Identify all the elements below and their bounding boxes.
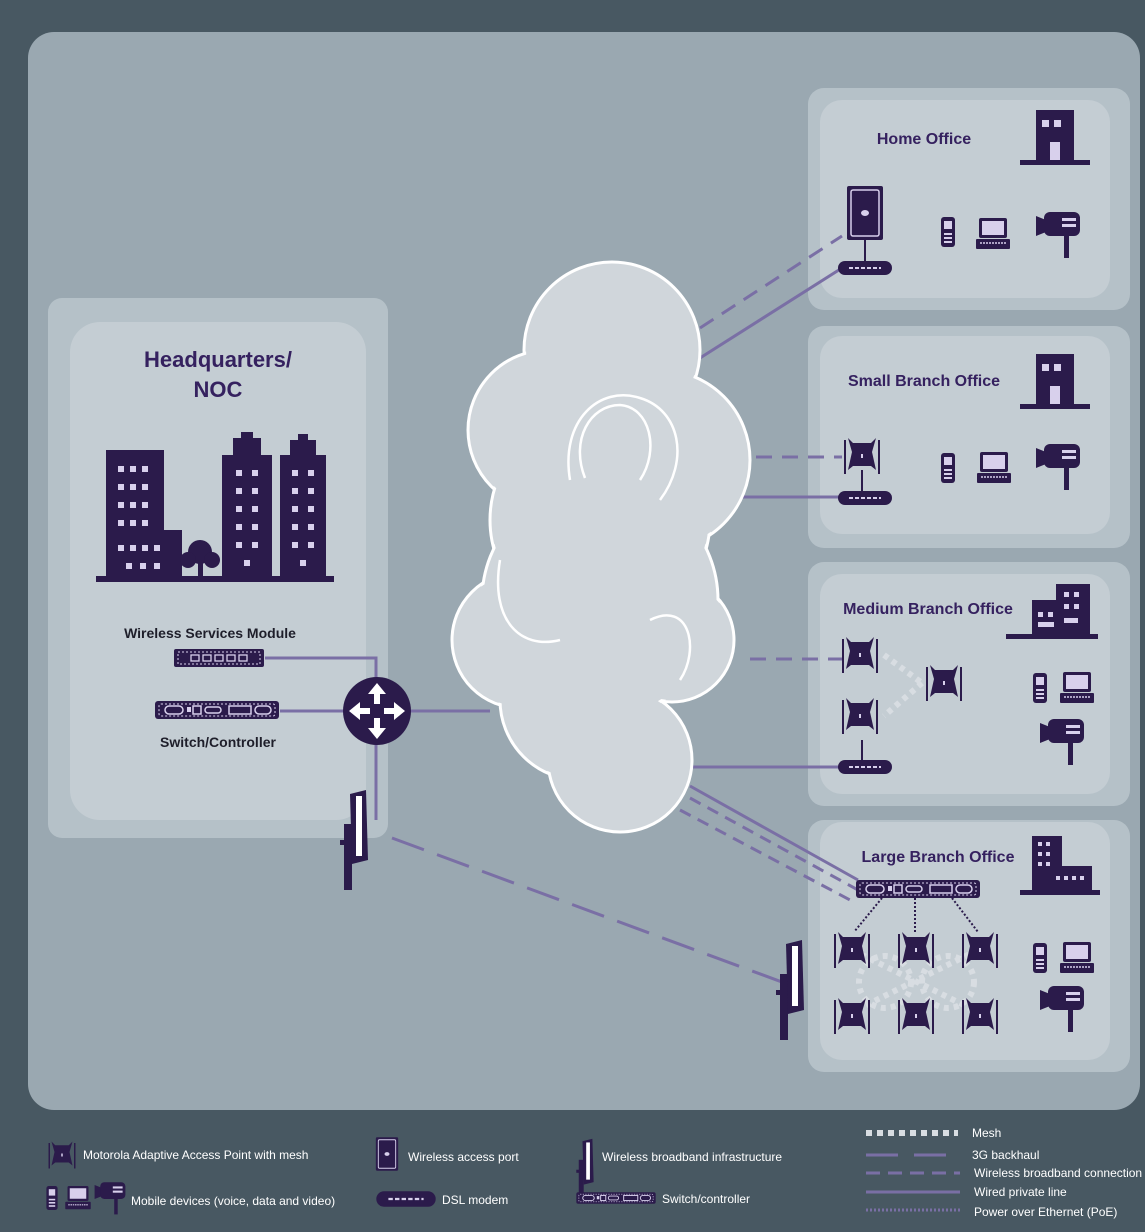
legend-access-port-label: Wireless access port	[408, 1150, 519, 1164]
medium-branch-building-icon	[1006, 584, 1098, 639]
home-laptop-icon	[975, 217, 1011, 250]
wireless-services-module-icon	[173, 648, 265, 668]
hq-title-line1: Headquarters/	[144, 347, 292, 372]
large-branch-title: Large Branch Office	[862, 849, 1015, 866]
legend-dsl-modem-label: DSL modem	[442, 1193, 508, 1207]
small-branch-dsl-modem-icon	[837, 490, 893, 506]
legend-wireless-broadband-label: Wireless broadband connection	[974, 1166, 1142, 1180]
home-office-title: Home Office	[877, 131, 971, 148]
legend-camera-icon	[94, 1182, 126, 1215]
legend-broadband-antenna-icon	[576, 1138, 594, 1201]
legend-ap-mesh-icon	[48, 1140, 76, 1170]
large-laptop-icon	[1059, 941, 1095, 974]
legend-mobile-devices-label: Mobile devices (voice, data and video)	[131, 1194, 335, 1208]
medium-mesh-links	[882, 652, 924, 719]
legend-ap-mesh-label: Motorola Adaptive Access Point with mesh	[83, 1148, 308, 1162]
legend-3g-label: 3G backhaul	[972, 1148, 1039, 1162]
home-access-port-icon	[846, 185, 884, 241]
switch-controller-label: Switch/Controller	[160, 734, 276, 750]
connections	[265, 234, 859, 987]
legend-mesh-label: Mesh	[972, 1126, 1001, 1140]
legend-switch-controller-icon	[575, 1191, 657, 1205]
legend-switch-controller-label: Switch/controller	[662, 1192, 750, 1206]
large-branch-building-icon	[1020, 836, 1100, 895]
legend-laptop-icon	[64, 1185, 92, 1210]
medium-dsl-modem-icon	[837, 759, 893, 775]
legend-broadband-label: Wireless broadband infrastructure	[602, 1150, 782, 1164]
home-phone-icon	[941, 217, 955, 247]
large-switch-controller-icon	[855, 879, 981, 899]
legend: Motorola Adaptive Access Point with mesh…	[46, 1126, 1142, 1219]
legend-access-port-icon	[375, 1136, 399, 1172]
router-icon	[343, 677, 411, 745]
legend-poe-label: Power over Ethernet (PoE)	[974, 1205, 1117, 1219]
medium-phone-icon	[1033, 673, 1047, 703]
medium-laptop-icon	[1059, 671, 1095, 704]
small-branch-title: Small Branch Office	[848, 373, 1000, 390]
small-branch-phone-icon	[941, 453, 955, 483]
legend-dsl-modem-icon	[375, 1190, 437, 1208]
legend-wired-label: Wired private line	[974, 1185, 1067, 1199]
legend-phone-icon	[46, 1186, 58, 1210]
small-branch-laptop-icon	[976, 451, 1012, 484]
medium-branch-title: Medium Branch Office	[843, 601, 1013, 618]
large-mesh-links	[850, 947, 980, 1015]
large-phone-icon	[1033, 943, 1047, 973]
switch-controller-icon	[154, 700, 280, 720]
headquarters-building-icon	[96, 432, 334, 582]
home-dsl-modem-icon	[837, 260, 893, 276]
poe-links	[853, 897, 979, 933]
wsm-label: Wireless Services Module	[124, 625, 296, 641]
hq-title-line2: NOC	[194, 377, 243, 402]
